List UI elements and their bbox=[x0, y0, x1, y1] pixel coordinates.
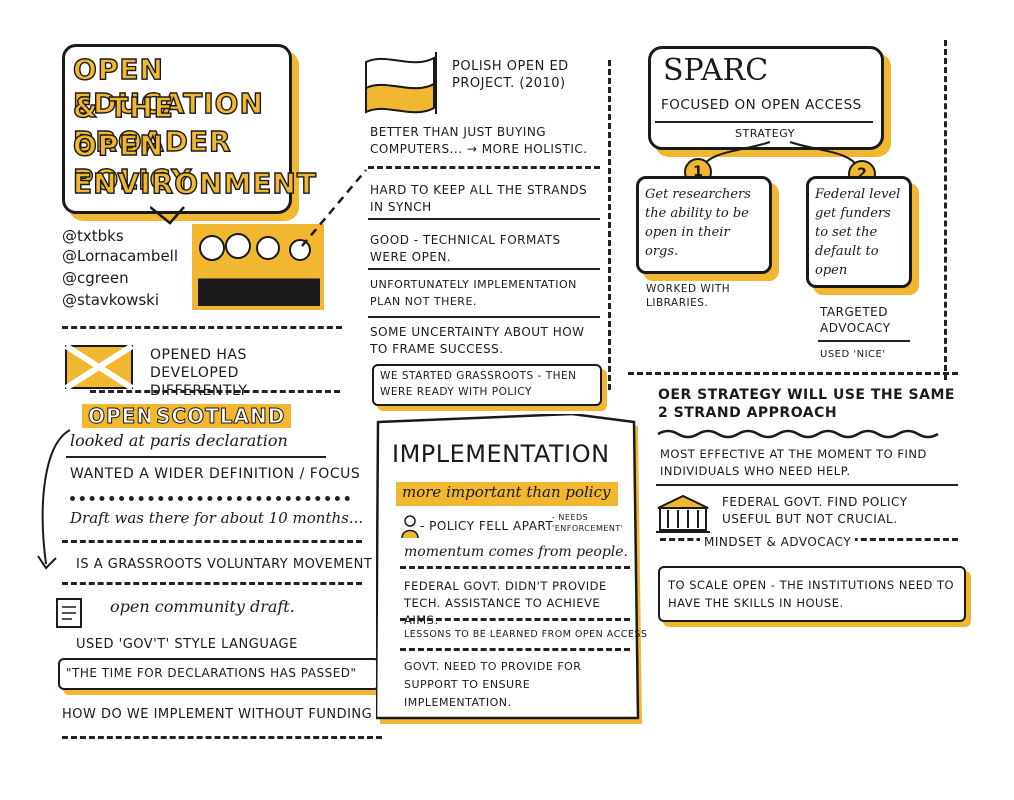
underline bbox=[66, 456, 326, 458]
strand-1-box: Get researchers the ability to be open i… bbox=[636, 176, 772, 274]
scotland-item: IS A GRASSROOTS VOLUNTARY MOVEMENT bbox=[76, 557, 373, 572]
scotland-item: Draft was there for about 10 months... bbox=[70, 509, 364, 527]
poland-item: SOME UNCERTAINTY ABOUT HOW TO FRAME SUCC… bbox=[370, 325, 585, 356]
oer-heading: OER STRATEGY WILL USE THE SAME 2 STRAND … bbox=[658, 387, 955, 421]
poland-item: GOOD - TECHNICAL FORMATS WERE OPEN. bbox=[370, 233, 561, 264]
underline bbox=[368, 316, 600, 318]
poland-heading: POLISH OPEN ED PROJECT. (2010) bbox=[452, 59, 569, 91]
wavy-divider bbox=[657, 429, 939, 439]
panel-speakers-illustration bbox=[192, 224, 324, 310]
scotland-item: looked at paris declaration bbox=[70, 431, 288, 450]
underline bbox=[368, 218, 600, 220]
title-line-4: ENVIRONMENT bbox=[72, 166, 317, 200]
poland-item: WE STARTED GRASSROOTS - THEN WERE READY … bbox=[380, 370, 577, 398]
government-building-icon bbox=[656, 494, 710, 533]
speaker-handle: @cgreen bbox=[62, 269, 129, 287]
grassroots-box: WE STARTED GRASSROOTS - THEN WERE READY … bbox=[372, 364, 602, 406]
scotland-item: open community draft. bbox=[110, 597, 295, 616]
section-divider bbox=[400, 618, 630, 621]
implementation-subheading: more important than policy bbox=[402, 483, 611, 501]
title-line-1: OPEN EDUCATION bbox=[72, 52, 264, 120]
section-divider bbox=[90, 390, 340, 393]
title-line-2: & THE BROADER bbox=[72, 90, 232, 158]
strand-1-note: WORKED WITH LIBRARIES. bbox=[646, 283, 731, 309]
column-divider bbox=[608, 60, 611, 390]
implementation-heading: IMPLEMENTATION bbox=[392, 440, 610, 468]
poland-item: UNFORTUNATELY IMPLEMENTATION PLAN NOT TH… bbox=[370, 278, 577, 308]
quote-text: "THE TIME FOR DECLARATIONS HAS PASSED" bbox=[66, 666, 357, 680]
column-divider bbox=[944, 40, 947, 380]
section-divider bbox=[368, 166, 600, 169]
oer-item: FEDERAL GOVT. FIND POLICY USEFUL BUT NOT… bbox=[722, 495, 908, 526]
dotted-divider bbox=[70, 496, 350, 501]
implementation-item: FEDERAL GOVT. DIDN'T PROVIDE TECH. ASSIS… bbox=[404, 579, 607, 627]
strand-2-text: Federal level get funders to set the def… bbox=[815, 187, 901, 278]
sparc-name: SPARC bbox=[663, 53, 769, 88]
sparc-focus: FOCUSED ON OPEN ACCESS bbox=[661, 97, 862, 113]
needs-enforcement: - NEEDS 'ENFORCEMENT' bbox=[552, 513, 624, 533]
title-line-3: OPEN POLICY bbox=[72, 128, 193, 196]
section-divider bbox=[62, 736, 382, 739]
implementation-item: GOVT. NEED TO PROVIDE FOR SUPPORT TO ENS… bbox=[404, 660, 582, 709]
strand-2-note: TARGETED ADVOCACY bbox=[820, 305, 891, 335]
policy-fell-apart: - POLICY FELL APART bbox=[420, 519, 554, 533]
scotland-flag-icon bbox=[64, 344, 134, 390]
section-divider bbox=[62, 540, 362, 543]
dashed-connector bbox=[301, 169, 367, 247]
implementation-item: LESSONS TO BE LEARNED FROM OPEN ACCESS bbox=[404, 629, 648, 640]
scale-open-box: TO SCALE OPEN - THE INSTITUTIONS NEED TO… bbox=[658, 566, 966, 622]
oer-item: MINDSET & ADVOCACY bbox=[700, 534, 856, 551]
underline bbox=[818, 340, 910, 342]
section-divider bbox=[400, 566, 630, 569]
poland-item: BETTER THAN JUST BUYING COMPUTERS... → M… bbox=[370, 125, 588, 156]
poland-item: HARD TO KEEP ALL THE STRANDS IN SYNCH bbox=[370, 183, 588, 214]
highlight bbox=[396, 482, 618, 506]
speaker-handle: @stavkowski bbox=[62, 291, 160, 309]
strand-1-text: Get researchers the ability to be open i… bbox=[645, 187, 751, 259]
title-box: OPEN EDUCATION & THE BROADER OPEN POLICY… bbox=[62, 44, 317, 214]
open-scotland-heading-open: OPEN bbox=[82, 404, 161, 429]
curved-arrow-icon bbox=[37, 429, 71, 570]
scotland-item: WANTED A WIDER DEFINITION / FOCUS bbox=[70, 466, 361, 482]
underline bbox=[368, 268, 600, 270]
poland-flag-icon bbox=[365, 52, 437, 114]
underline bbox=[656, 484, 958, 486]
strand-2-box: Federal level get funders to set the def… bbox=[806, 176, 912, 288]
section-divider bbox=[62, 326, 342, 329]
section-divider bbox=[62, 582, 362, 585]
speaker-handle: @Lornacambell bbox=[62, 247, 179, 265]
strand-2-used: USED 'NICE' bbox=[820, 349, 886, 360]
scotland-item: USED 'GOV'T' STYLE LANGUAGE bbox=[76, 637, 298, 652]
sparc-strategy: STRATEGY bbox=[735, 127, 795, 140]
open-scotland-heading-scotland: SCOTLAND bbox=[150, 404, 292, 429]
speech-tail-icon bbox=[150, 206, 185, 225]
scotland-item: HOW DO WE IMPLEMENT WITHOUT FUNDING bbox=[62, 707, 373, 722]
quote-box: "THE TIME FOR DECLARATIONS HAS PASSED" bbox=[58, 658, 380, 690]
implementation-item: momentum comes from people. bbox=[404, 544, 628, 560]
person-icon bbox=[401, 515, 419, 539]
oer-item: TO SCALE OPEN - THE INSTITUTIONS NEED TO… bbox=[668, 578, 955, 610]
section-divider bbox=[400, 648, 630, 651]
speaker-handle: @txtbks bbox=[62, 227, 124, 245]
section-divider bbox=[628, 372, 958, 375]
oer-item: MOST EFFECTIVE AT THE MOMENT TO FIND IND… bbox=[660, 447, 927, 478]
underline bbox=[655, 121, 873, 123]
document-icon bbox=[56, 598, 82, 628]
sparc-box: SPARC FOCUSED ON OPEN ACCESS STRATEGY bbox=[648, 46, 884, 150]
